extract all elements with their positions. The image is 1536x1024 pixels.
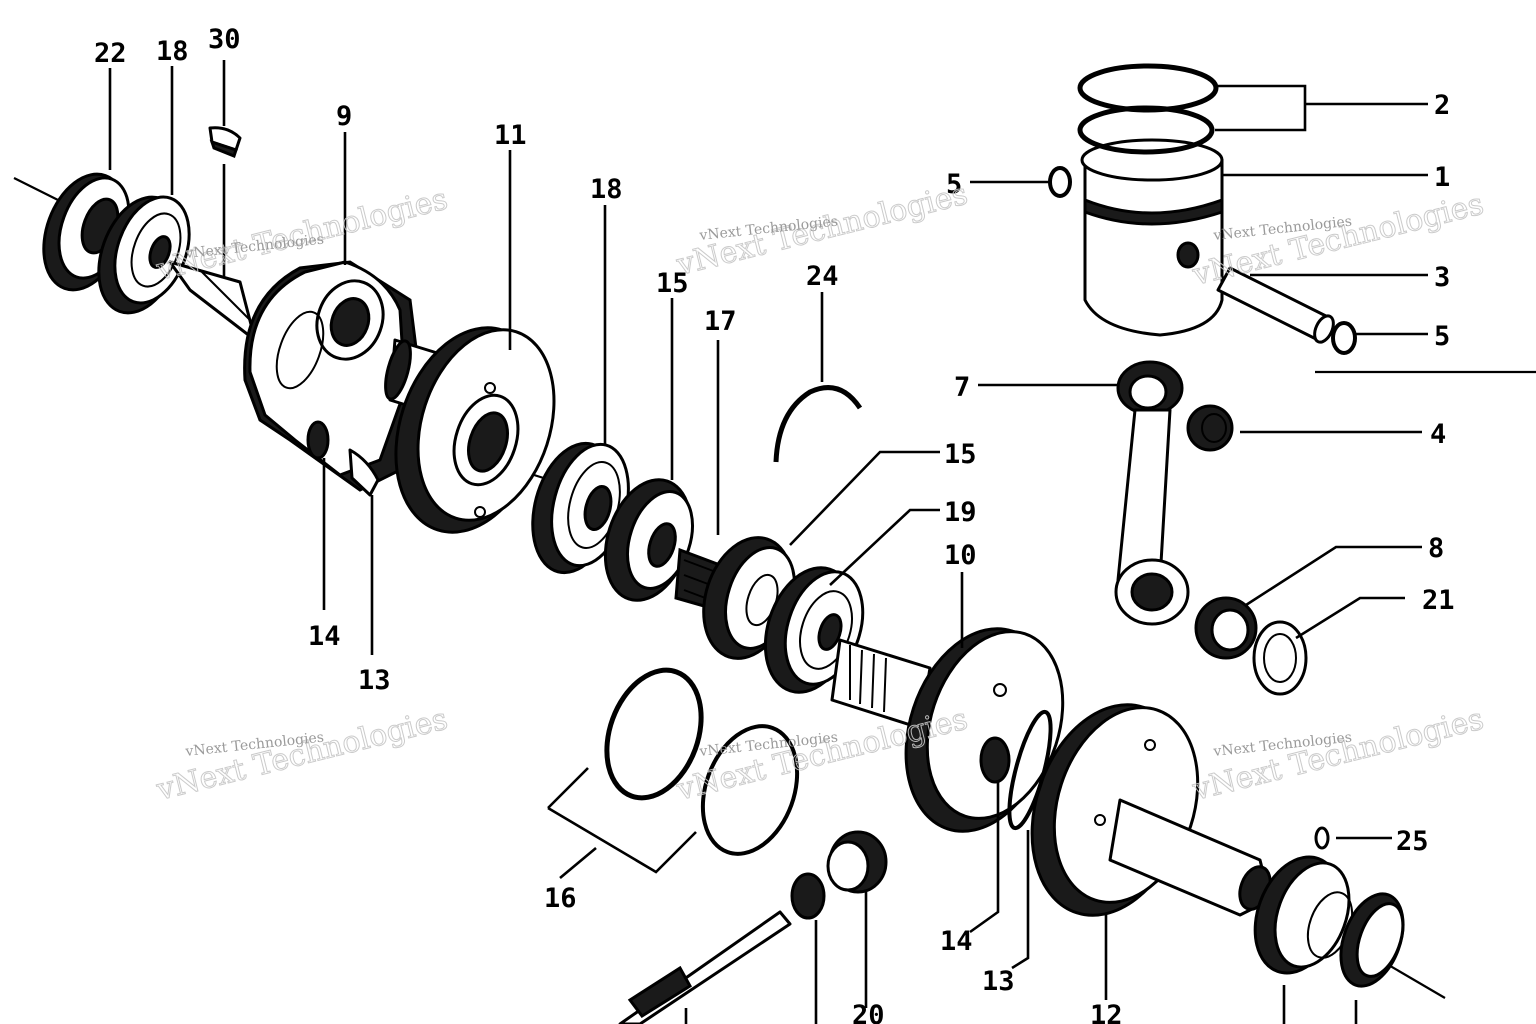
circlip	[773, 385, 863, 463]
piston	[1080, 138, 1224, 337]
right-crank-web	[394, 326, 556, 534]
callout-18-center: 18	[590, 174, 623, 205]
connecting-rod	[1114, 360, 1190, 626]
piston-rings-top	[1077, 63, 1219, 155]
drive-shaft	[618, 830, 888, 1024]
callout-9: 9	[336, 101, 352, 132]
callout-11: 11	[494, 120, 527, 151]
callout-13-right: 13	[982, 966, 1015, 997]
callout-22: 22	[94, 38, 127, 69]
left-flywheel	[904, 627, 1065, 833]
small-end-needle-bearing	[1186, 404, 1234, 452]
crank-pin-stub	[306, 420, 380, 497]
big-end-needle-bearing	[1194, 596, 1258, 660]
callout-14-right: 14	[940, 926, 973, 957]
callout-20: 20	[852, 1000, 885, 1024]
callout-25: 25	[1396, 826, 1429, 857]
callout-16: 16	[544, 883, 577, 914]
callout-13-left: 13	[358, 665, 391, 696]
callout-12: 12	[1090, 1000, 1123, 1024]
right-main-bearing	[763, 566, 865, 694]
callout-18-left: 18	[156, 36, 189, 67]
callout-15-lower: 15	[944, 439, 977, 470]
callout-30: 30	[208, 24, 241, 55]
left-crank-web	[243, 260, 422, 492]
thrust-washer	[1252, 620, 1308, 696]
callout-8: 8	[1428, 533, 1444, 564]
callout-numbers: 22 18 30 9 11 18 15 17 24 2 1 5 3 5 7 4 …	[94, 24, 1455, 1024]
piston-pin-clip-upper	[1048, 166, 1072, 198]
piston-rings-pair	[547, 667, 800, 874]
oil-seal-upper	[603, 478, 694, 602]
right-shim	[1007, 709, 1053, 831]
callout-3: 3	[1434, 262, 1450, 293]
callout-4: 4	[1430, 419, 1446, 450]
left-main-bearing	[97, 195, 191, 315]
callout-7: 7	[954, 372, 970, 403]
callout-2: 2	[1434, 90, 1450, 121]
piston-pin	[1216, 266, 1335, 344]
callout-15-upper: 15	[656, 268, 689, 299]
callout-10: 10	[944, 540, 977, 571]
callout-21: 21	[1422, 585, 1455, 616]
callout-5-lower: 5	[1434, 321, 1450, 352]
woodruff-key	[208, 126, 242, 158]
callout-24: 24	[806, 261, 839, 292]
small-key	[1314, 826, 1330, 850]
piston-pin-clip-lower	[1331, 321, 1357, 355]
callout-17: 17	[704, 306, 737, 337]
leader-lines	[108, 60, 1428, 1024]
callout-14-left: 14	[308, 621, 341, 652]
callout-1: 1	[1434, 162, 1450, 193]
callout-19: 19	[944, 497, 977, 528]
callout-5-upper: 5	[946, 169, 962, 200]
right-end-bearing	[1253, 855, 1405, 988]
